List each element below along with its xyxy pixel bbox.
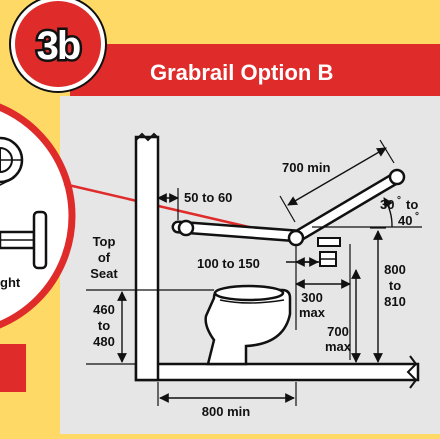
toilet-pan (204, 284, 292, 366)
header-bar (70, 44, 440, 96)
rail-bracket-end (388, 168, 406, 186)
rail-bracket-corner (287, 229, 305, 247)
svg-text:810: 810 (384, 294, 406, 309)
svg-text:max: max (325, 339, 352, 354)
detail-fragment-text: ght (0, 275, 21, 290)
header-title: Grabrail Option B (150, 60, 333, 85)
svg-text:480: 480 (93, 334, 115, 349)
angle-value-2: 40 (398, 213, 412, 228)
svg-text:Top: Top (93, 234, 116, 249)
top-of-seat-label: Top of Seat (90, 234, 118, 281)
dim-roll-height: 700 max (325, 269, 361, 363)
rail-length-label: 700 min (282, 160, 330, 175)
wall-offset-label: 50 to 60 (184, 190, 232, 205)
svg-text:°: ° (415, 211, 419, 222)
svg-text:700: 700 (327, 324, 349, 339)
dim-rail-height: 800 to 810 (370, 227, 406, 363)
svg-text:800: 800 (384, 262, 406, 277)
floor-width-label: 800 min (202, 404, 250, 419)
svg-text:of: of (98, 250, 111, 265)
toilet-roll-holder (317, 237, 341, 267)
dim-rail-length: 700 min (279, 139, 395, 223)
back-wall (134, 132, 160, 382)
angle-to: to (406, 197, 418, 212)
left-red-bar (0, 344, 26, 392)
dim-angle: 30 ° to 40 ° (312, 195, 422, 228)
svg-text:3b: 3b (37, 24, 80, 68)
badge-number: 3b (37, 24, 80, 68)
svg-text:300: 300 (301, 290, 323, 305)
paper-offset-label: 100 to 150 (197, 256, 260, 271)
rail-bracket-left (177, 219, 195, 237)
dim-floor-width: 800 min (157, 382, 297, 419)
angle-degree-symbol: ° (397, 195, 401, 206)
svg-text:max: max (299, 305, 326, 320)
angle-value-1: 30 (380, 197, 394, 212)
step-badge: 3b 3b (9, 0, 107, 93)
rail-detail-sketch (0, 136, 48, 270)
svg-text:Seat: Seat (90, 266, 118, 281)
dim-forward-reach: 300 max (295, 244, 351, 360)
svg-text:to: to (98, 318, 110, 333)
dim-wall-offset: 50 to 60 (157, 188, 232, 220)
dim-seat-height: 460 to 480 (86, 289, 214, 365)
svg-text:to: to (389, 278, 401, 293)
svg-text:460: 460 (93, 302, 115, 317)
